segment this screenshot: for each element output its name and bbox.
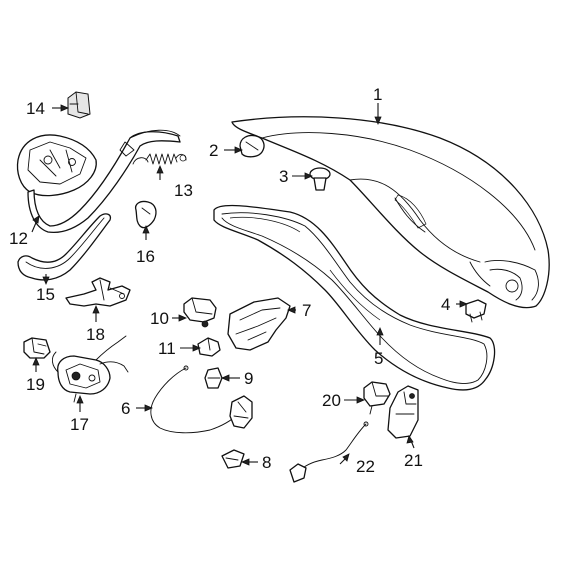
- callout-7: 7: [302, 301, 311, 320]
- callout-20: 20: [322, 391, 341, 410]
- callout-labels: 1 2 3 4 5 6 7 8 9 10 11 12 13 14 15 16 1…: [9, 85, 450, 476]
- callout-1: 1: [373, 85, 382, 104]
- callout-10: 10: [150, 309, 169, 328]
- part-10-actuator: [183, 297, 217, 328]
- callout-8: 8: [262, 453, 271, 472]
- part-8-clip: [221, 449, 245, 469]
- callout-6: 6: [121, 399, 130, 418]
- callout-2: 2: [209, 141, 218, 160]
- part-12-hinge: [16, 129, 181, 234]
- arrowheads: [32, 104, 469, 466]
- callout-12: 12: [9, 229, 28, 248]
- callout-15: 15: [36, 285, 55, 304]
- callout-19: 19: [26, 375, 45, 394]
- callout-5: 5: [374, 349, 383, 368]
- part-22-harness: [289, 421, 369, 483]
- part-20-switch: [363, 381, 391, 415]
- callout-17: 17: [70, 415, 89, 434]
- part-4-bumper: [465, 299, 487, 323]
- part-18-bracket: [65, 277, 131, 307]
- part-9-striker: [204, 367, 223, 389]
- part-14-bumper: [67, 91, 91, 119]
- part-11-switch: [197, 337, 221, 357]
- callout-14: 14: [26, 99, 45, 118]
- part-6-cable: [150, 365, 253, 434]
- callout-4: 4: [441, 295, 450, 314]
- part-13-spring: [132, 153, 187, 165]
- callout-13: 13: [174, 181, 193, 200]
- part-21-module: [387, 385, 419, 439]
- part-17-latch: [51, 335, 129, 403]
- callout-21: 21: [404, 451, 423, 470]
- part-7-cover: [227, 297, 291, 351]
- callout-11: 11: [158, 339, 176, 358]
- callout-16: 16: [136, 247, 155, 266]
- part-16-stop: [134, 200, 157, 229]
- part-5-weatherstrip: [213, 204, 496, 391]
- part-2-grommet: [239, 134, 265, 158]
- part-1-trunk-lid: [231, 116, 550, 309]
- part-3-pin: [309, 167, 331, 191]
- callout-3: 3: [279, 167, 288, 186]
- part-19-clip: [23, 337, 51, 359]
- part-15-strap: [17, 213, 112, 281]
- callout-18: 18: [86, 325, 105, 344]
- callout-9: 9: [244, 369, 253, 388]
- callout-22: 22: [356, 457, 375, 476]
